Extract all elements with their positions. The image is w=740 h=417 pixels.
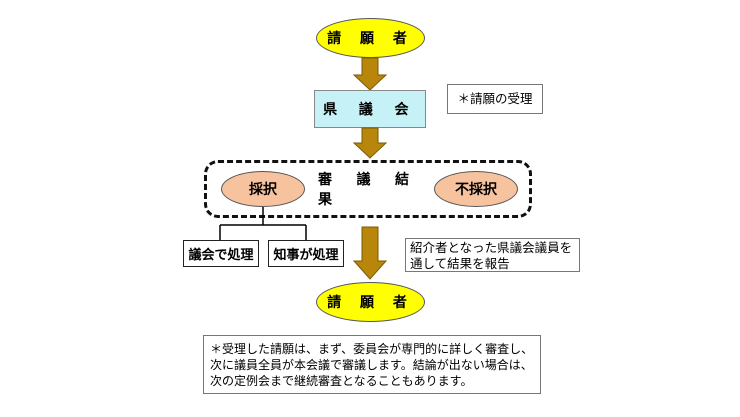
arrow-down-3 xyxy=(352,226,388,280)
petitioner-top-label: 請 願 者 xyxy=(327,31,414,47)
petitioner-top-node: 請 願 者 xyxy=(316,18,425,58)
report-note: 紹介者となった県議会議員を 通して結果を報告 xyxy=(405,238,580,272)
handled-by-governor-label: 知事が処理 xyxy=(273,248,339,263)
explanation-note: ＊受理した請願は、まず、委員会が専門的に詳しく審査し、 次に議員全員が本会議で審… xyxy=(203,335,541,394)
receipt-note-text: ＊請願の受理 xyxy=(457,91,533,106)
receipt-note: ＊請願の受理 xyxy=(447,84,543,114)
explanation-line2: 次に議員全員が本会議で審議します。結論が出ない場合は、 xyxy=(210,358,533,372)
reject-label: 不採択 xyxy=(455,182,497,198)
petitioner-bottom-node: 請 願 者 xyxy=(316,282,425,322)
arrow-down-1 xyxy=(352,57,388,91)
review-result-label-wrap: 審 議 結 果 xyxy=(318,172,428,208)
reject-node: 不採択 xyxy=(434,171,518,207)
report-note-line1: 紹介者となった県議会議員を xyxy=(410,240,573,255)
review-result-group xyxy=(204,160,532,218)
handled-by-assembly-node: 議会で処理 xyxy=(183,240,259,267)
handled-by-assembly-label: 議会で処理 xyxy=(188,248,254,263)
assembly-node: 県 議 会 xyxy=(314,90,426,128)
explanation-line3: 次の定例会まで継続審査となることもあります。 xyxy=(210,374,473,388)
assembly-label: 県 議 会 xyxy=(323,102,417,118)
arrow-down-2 xyxy=(352,127,388,159)
report-note-line2: 通して結果を報告 xyxy=(410,256,510,271)
explanation-line1: ＊受理した請願は、まず、委員会が専門的に詳しく審査し、 xyxy=(210,342,534,356)
petitioner-bottom-label: 請 願 者 xyxy=(327,295,414,311)
adopt-label: 採択 xyxy=(249,182,277,198)
adopt-node: 採択 xyxy=(221,171,305,207)
adopt-branch-connector xyxy=(219,207,307,243)
handled-by-governor-node: 知事が処理 xyxy=(268,240,344,267)
review-result-label: 審 議 結 果 xyxy=(318,172,419,208)
